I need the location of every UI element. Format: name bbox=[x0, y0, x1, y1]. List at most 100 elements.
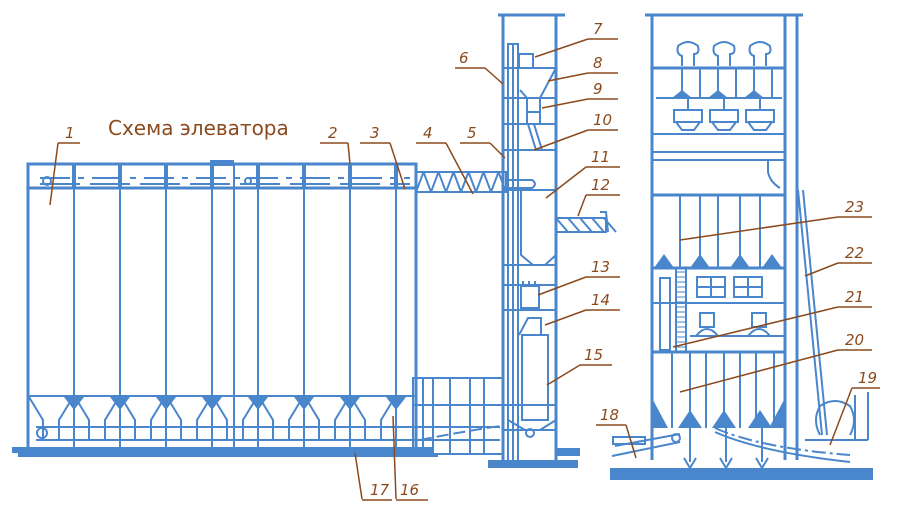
hopper-divider bbox=[248, 397, 268, 410]
loading-device bbox=[751, 312, 767, 328]
callout-leader-21 bbox=[672, 306, 839, 348]
callout-number-18: 18 bbox=[600, 406, 619, 424]
bridge-truss bbox=[437, 171, 447, 193]
silo-hopper bbox=[28, 396, 74, 440]
mid-bin-hopper bbox=[654, 254, 674, 268]
diagram-title: Схема элеватора bbox=[108, 116, 289, 140]
cabinet bbox=[659, 277, 671, 351]
mid-bin-hopper bbox=[730, 254, 750, 268]
bridge-truss bbox=[452, 171, 462, 193]
silo-foundation-lower bbox=[18, 453, 438, 457]
lower-bin-corner bbox=[769, 398, 785, 428]
hopper-divider bbox=[386, 397, 406, 410]
callout-leader-9 bbox=[541, 98, 589, 109]
mid-bin-hopper bbox=[690, 254, 710, 268]
callout-leader-14 bbox=[544, 309, 587, 326]
silo-hopper bbox=[74, 396, 120, 440]
lower-bin-corner bbox=[652, 398, 668, 428]
separator-top bbox=[522, 281, 536, 286]
callout-leader-12 bbox=[577, 194, 587, 217]
silo-column bbox=[210, 164, 214, 188]
callout-leader-6 bbox=[484, 67, 504, 85]
callout-number-13: 13 bbox=[591, 258, 610, 276]
scale-spout bbox=[527, 123, 543, 151]
upper-bin-hopper bbox=[672, 90, 692, 98]
cyclone bbox=[748, 41, 772, 66]
callout-number-4: 4 bbox=[423, 124, 433, 142]
lower-conveyor-pulley bbox=[36, 427, 48, 439]
callout-leader-16 bbox=[392, 415, 397, 500]
callout-leader-20 bbox=[679, 349, 839, 393]
side-conveyor-truss bbox=[579, 217, 593, 233]
silo-column bbox=[302, 164, 306, 188]
tower-bin bbox=[520, 190, 557, 266]
bridge-truss bbox=[460, 171, 470, 193]
silo-block bbox=[12, 160, 504, 457]
cyclone bbox=[676, 41, 700, 66]
callout-leader-17 bbox=[354, 452, 363, 500]
silo-hopper bbox=[166, 396, 212, 440]
silo-foundation bbox=[12, 447, 432, 453]
callout-leader-18 bbox=[625, 424, 637, 459]
hopper-divider bbox=[64, 397, 84, 410]
side-conveyor-end bbox=[600, 211, 609, 233]
callout-leader-22 bbox=[804, 262, 839, 277]
silo-hopper bbox=[258, 396, 304, 440]
machine bbox=[745, 109, 775, 123]
right-building bbox=[610, 13, 873, 480]
callout-leader-15 bbox=[546, 364, 581, 386]
machine bbox=[709, 109, 739, 123]
hopper-divider bbox=[156, 397, 176, 410]
loading-hood bbox=[695, 328, 719, 337]
callout-leader-5 bbox=[489, 142, 506, 159]
conveyor-pulley bbox=[42, 176, 52, 186]
silo-column bbox=[394, 164, 398, 188]
callout-number-9: 9 bbox=[593, 80, 603, 98]
callout-number-2: 2 bbox=[328, 124, 338, 142]
upper-bin-hopper bbox=[744, 90, 764, 98]
callout-number-5: 5 bbox=[467, 124, 477, 142]
hopper-divider bbox=[202, 397, 222, 410]
lower-bin-hopper bbox=[748, 410, 772, 428]
tower-side-foundation bbox=[556, 448, 580, 456]
bridge-truss bbox=[422, 171, 432, 193]
ladder bbox=[675, 267, 687, 353]
silo-column bbox=[164, 164, 168, 188]
inclined-conveyor-18b bbox=[611, 441, 681, 457]
callout-number-14: 14 bbox=[591, 291, 610, 309]
side-conveyor-truss bbox=[555, 217, 569, 233]
callout-leader-19 bbox=[829, 387, 853, 446]
callout-leader-1 bbox=[49, 142, 59, 206]
conveyor-tripper bbox=[244, 177, 252, 185]
scale bbox=[526, 111, 541, 125]
bridge-truss bbox=[482, 171, 492, 193]
silo-hopper bbox=[350, 396, 396, 440]
building-foundation bbox=[610, 468, 873, 480]
tower-lower-bin bbox=[521, 334, 549, 421]
loading-hood bbox=[747, 328, 771, 337]
callout-number-6: 6 bbox=[459, 49, 469, 67]
side-conveyor bbox=[555, 211, 617, 233]
bridge-truss bbox=[490, 171, 500, 193]
callout-number-19: 19 bbox=[858, 369, 877, 387]
callout-number-16: 16 bbox=[400, 481, 419, 499]
callout-number-10: 10 bbox=[593, 111, 612, 129]
callout-number-7: 7 bbox=[593, 20, 603, 38]
hopper-divider bbox=[294, 397, 314, 410]
separator bbox=[520, 285, 540, 309]
callout-leader-11 bbox=[545, 166, 587, 199]
loading-device bbox=[699, 312, 715, 328]
callout-leader-2 bbox=[347, 142, 351, 165]
callout-leader-4 bbox=[445, 142, 474, 195]
machine-base bbox=[747, 121, 773, 131]
bottom-conveyor-2 bbox=[714, 431, 851, 463]
silo-hopper bbox=[212, 396, 258, 440]
bottom-conveyor bbox=[714, 427, 851, 456]
callout-leader-7 bbox=[534, 38, 589, 58]
callout-number-1: 1 bbox=[65, 124, 75, 142]
callout-number-11: 11 bbox=[591, 148, 610, 166]
callout-number-22: 22 bbox=[845, 244, 864, 262]
chute bbox=[518, 317, 542, 336]
